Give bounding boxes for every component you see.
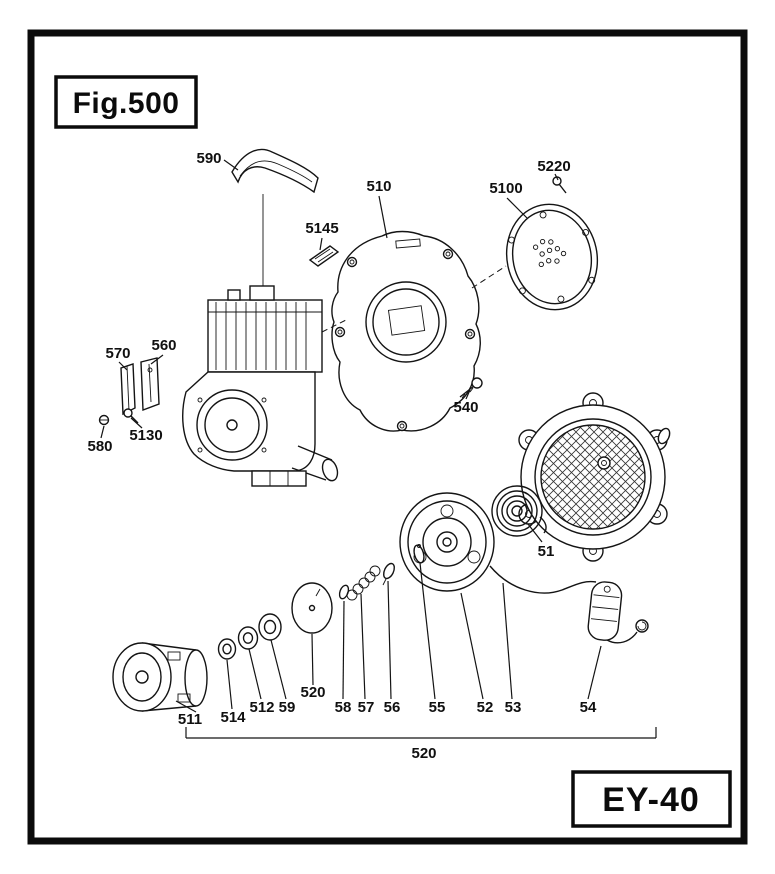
page-border [27, 29, 748, 845]
part-label-580: 580 [87, 438, 112, 455]
nut-514 [217, 638, 237, 660]
starter-rope-53 [489, 565, 597, 594]
part-label-5130: 5130 [129, 427, 162, 444]
bolt-540 [459, 377, 483, 399]
part-label-510: 510 [366, 178, 391, 195]
part-label-560: 560 [151, 337, 176, 354]
leader-lines [100, 159, 602, 713]
part-label-5145: 5145 [305, 220, 338, 237]
part-label-511: 511 [178, 711, 202, 728]
part-label-53: 53 [505, 699, 522, 716]
part-label-58: 58 [335, 699, 352, 716]
part-label-52: 52 [477, 699, 494, 716]
washer-59 [258, 613, 282, 641]
part-label-57: 57 [358, 699, 375, 716]
model-title: EY-40 [602, 781, 700, 819]
part-label-540: 540 [453, 399, 478, 416]
part-label-570: 570 [105, 345, 130, 362]
disc-520 [291, 582, 333, 634]
slotted-plate-5145 [308, 245, 340, 267]
part-label-512: 512 [249, 699, 274, 716]
assembly-axis-lines [321, 265, 507, 333]
model-number-box: EY-40 [571, 770, 732, 828]
washer-512 [237, 626, 259, 650]
roller-58 [338, 584, 350, 600]
part-label-5100: 5100 [489, 180, 522, 197]
part-label-514: 514 [220, 709, 246, 726]
engine-block [182, 285, 339, 487]
spiral-spring-51 [491, 485, 547, 537]
recoil-starter-case [518, 392, 671, 562]
group-bracket-520 [185, 727, 657, 739]
part-label-51: 51 [538, 543, 555, 560]
starter-handle-54 [587, 581, 649, 644]
pawl-55 [413, 544, 425, 564]
screw-580 [98, 414, 110, 426]
part-label-54: 54 [580, 699, 597, 716]
part-label-5220: 5220 [537, 158, 570, 175]
part-label-55: 55 [429, 699, 446, 716]
screw-5220 [552, 176, 567, 194]
part-labels: 590 510 5145 5100 5220 570 560 5130 580 … [87, 150, 597, 762]
part-label-590: 590 [196, 150, 221, 167]
blower-housing-510 [331, 230, 481, 432]
spring-57 [346, 565, 381, 601]
figure-number-box: Fig.500 [54, 75, 198, 129]
part-label-520-group: 520 [411, 745, 436, 762]
back-plate-5100 [505, 203, 599, 311]
side-brackets-570-560 [120, 357, 160, 416]
top-bracket-590 [231, 148, 319, 300]
starter-pulley-52 [399, 492, 495, 592]
pawl-56 [382, 562, 395, 586]
part-label-56: 56 [384, 699, 401, 716]
air-cleaner-cup-511 [112, 642, 208, 712]
screw-5130 [123, 408, 139, 424]
part-label-520-disc: 520 [300, 684, 325, 701]
part-label-59: 59 [279, 699, 296, 716]
figure-title: Fig.500 [73, 87, 180, 120]
